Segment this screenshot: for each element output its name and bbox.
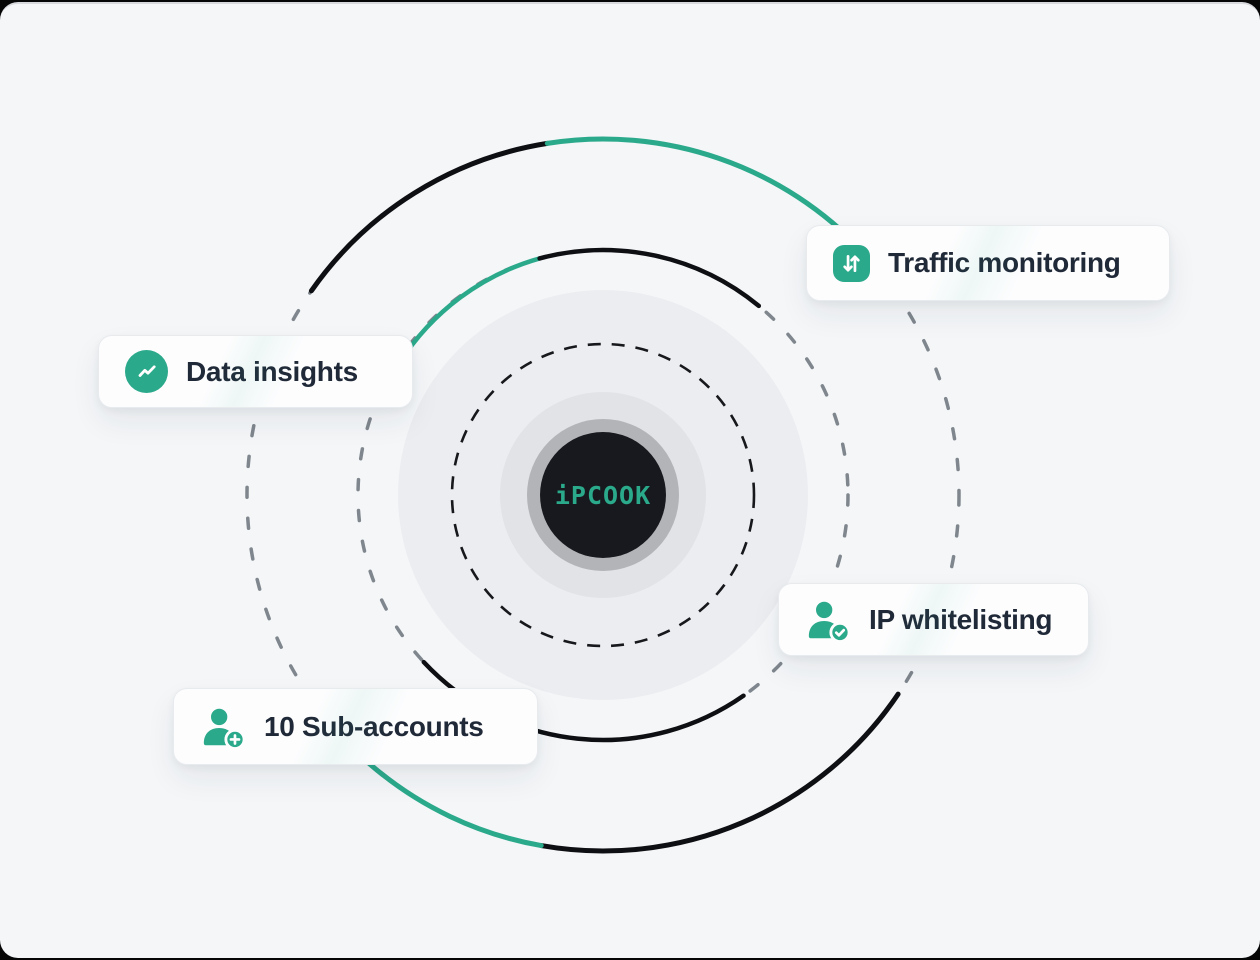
outer-orbit-black-arc-bottom bbox=[538, 691, 901, 854]
feature-card-traffic-monitoring: Traffic monitoring bbox=[806, 225, 1170, 301]
orbit-diagram bbox=[245, 136, 961, 854]
feature-label: Traffic monitoring bbox=[888, 247, 1121, 278]
core-gray-ring bbox=[527, 419, 679, 571]
feature-card-sub-accounts: 10 Sub-accounts bbox=[173, 688, 538, 765]
user-plus-icon bbox=[200, 704, 246, 750]
orbit-stage: iPCOOK Traffic monitoring Data insights bbox=[0, 4, 1260, 958]
brand-logo-text: iPCOOK bbox=[554, 480, 652, 510]
user-check-icon bbox=[805, 597, 851, 643]
outer-orbit-green-arc-bottom bbox=[366, 761, 544, 849]
feature-label: 10 Sub-accounts bbox=[264, 710, 484, 742]
feature-card-data-insights: Data insights bbox=[98, 335, 413, 408]
core-black-circle bbox=[540, 432, 666, 558]
outer-orbit-green-arc-top bbox=[544, 136, 866, 255]
middle-orbit-black-arc-top bbox=[537, 247, 762, 309]
outer-orbit-black-arc-top bbox=[308, 140, 550, 294]
trend-zigzag-icon bbox=[125, 350, 168, 393]
feature-label: IP whitelisting bbox=[869, 603, 1053, 635]
inner-dashed-orbit bbox=[450, 342, 756, 648]
traffic-arrows-icon bbox=[833, 244, 870, 282]
feature-card-ip-whitelisting: IP whitelisting bbox=[778, 583, 1089, 656]
feature-label: Data insights bbox=[186, 355, 358, 387]
brand-logo: iPCOOK bbox=[503, 435, 703, 555]
